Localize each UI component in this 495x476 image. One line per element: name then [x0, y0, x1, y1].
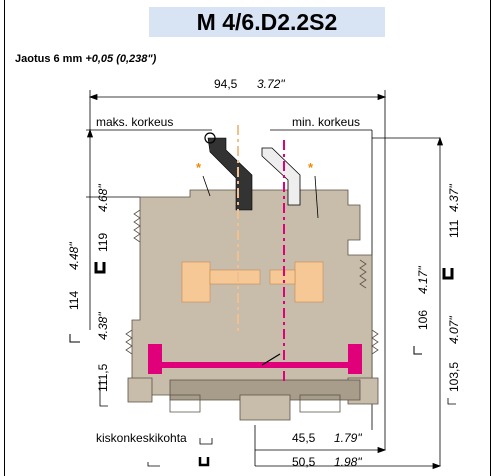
height-left-lower-mm: 111,5 — [96, 363, 110, 392]
min-height-label: min. korkeus — [292, 115, 360, 129]
max-height-label: maks. korkeus — [96, 115, 173, 129]
pitch-label: Jaotus 6 mm +0,05 (0,238") — [15, 53, 156, 65]
height-reference-lines — [86, 116, 440, 139]
terminal-housing — [125, 189, 379, 421]
bottom-2-in: 1.98" — [334, 455, 362, 469]
bottom-2-mm: 50,5 — [292, 455, 316, 469]
jumper-key-icon — [204, 132, 301, 211]
bottom-1-mm: 45,5 — [292, 431, 316, 445]
left-dimensions — [86, 128, 140, 330]
width-in: 3.72" — [257, 77, 285, 91]
pitch-text: Jaotus 6 mm — [15, 53, 83, 65]
height-left-lower-in: 4.38" — [96, 312, 110, 340]
height-left-max-in: 4.68" — [96, 184, 110, 212]
width-mm: 94,5 — [214, 77, 238, 91]
bottom-dimensions — [147, 405, 442, 470]
bus-bar — [148, 344, 362, 374]
pitch-tolerance: +0,05 (0,238") — [85, 53, 157, 65]
width-dimension — [88, 90, 387, 450]
height-left-outer-mm: 114 — [67, 291, 81, 310]
drawing-frame — [4, 0, 491, 476]
product-title: M 4/6.D2.2S2 — [149, 7, 385, 37]
right-dimensions — [371, 136, 444, 430]
height-right-lower-mm: 103,5 — [447, 362, 461, 392]
star-arrows — [202, 175, 319, 219]
height-right-min-mm: 106 — [416, 310, 430, 330]
height-left-max-mm: 119 — [96, 233, 110, 252]
star-left-icon: * — [196, 160, 202, 175]
star-right-icon: * — [308, 160, 314, 175]
height-left-outer-in: 4.48" — [67, 242, 81, 270]
height-right-outer-mm: 111 — [447, 219, 461, 238]
height-right-min-in: 4.17" — [416, 266, 430, 294]
height-right-outer-in: 4.37" — [447, 184, 461, 212]
jumper-zone — [181, 261, 324, 303]
bottom-1-in: 1.79" — [334, 431, 362, 445]
rail-symbol-right-icon — [413, 268, 456, 405]
rail-symbol-icon — [69, 262, 108, 407]
height-right-lower-in: 4.07" — [447, 316, 461, 344]
rail-center-label: kiskonkeskikohta — [96, 431, 187, 445]
